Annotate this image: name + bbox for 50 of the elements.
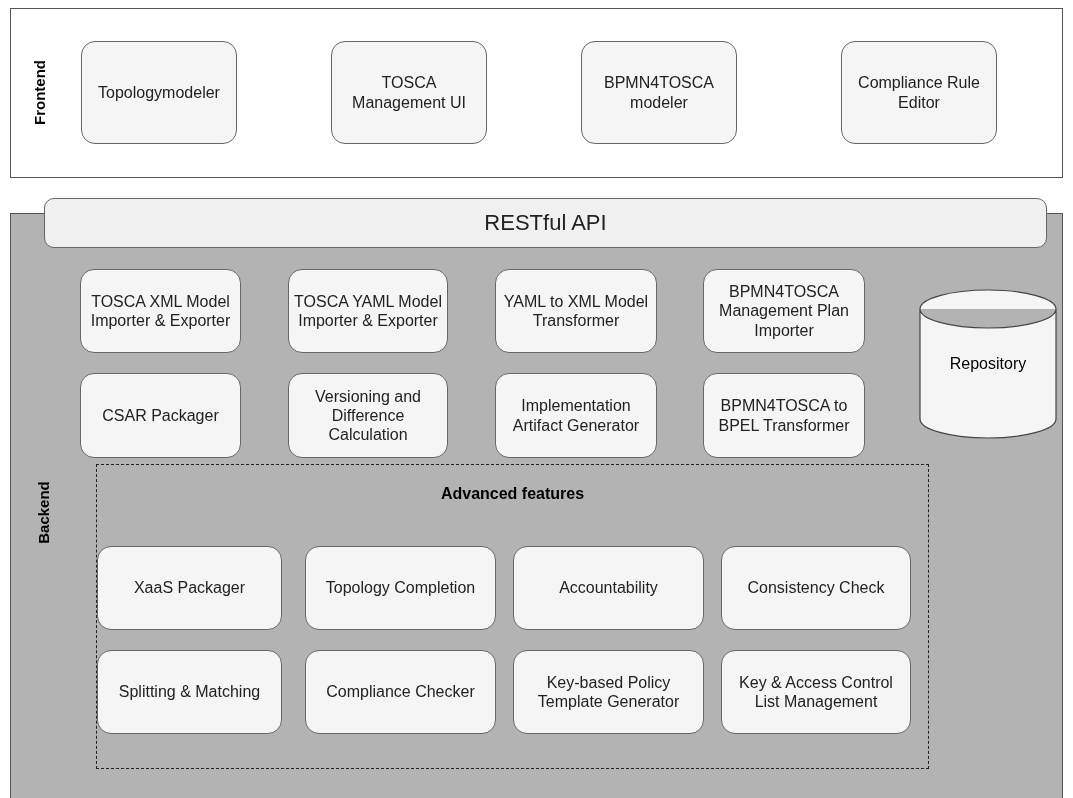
component-box xyxy=(331,41,487,144)
component-box xyxy=(288,269,448,353)
node-label: BPMN4TOSCA modeler xyxy=(603,73,715,112)
node-label: Topologymodeler xyxy=(98,82,220,103)
component-box xyxy=(513,546,704,630)
node-label: YAML to XML Model Transformer xyxy=(502,291,650,331)
node-label: Repository xyxy=(949,355,1027,373)
frontend-panel xyxy=(10,8,1063,178)
component-box xyxy=(80,269,241,353)
section-label: Backend xyxy=(34,481,52,544)
node-label: Versioning and Difference Calculation xyxy=(314,386,422,445)
component-box xyxy=(721,650,911,734)
component-box xyxy=(581,41,737,144)
component-box xyxy=(81,41,237,144)
component-box xyxy=(513,650,704,734)
component-box xyxy=(841,41,997,144)
component-box xyxy=(703,373,865,458)
component-box xyxy=(495,373,657,458)
node-label: BPMN4TOSCA Management Plan Importer xyxy=(718,282,850,340)
node-label: Compliance Checker xyxy=(326,682,475,702)
node-label: CSAR Packager xyxy=(102,405,219,426)
group-title: Advanced features xyxy=(439,485,586,503)
component-box xyxy=(288,373,448,458)
node-label: TOSCA YAML Model Importer & Exporter xyxy=(293,291,443,331)
node-label: Consistency Check xyxy=(747,578,885,598)
node-label: TOSCA XML Model Importer & Exporter xyxy=(89,291,232,331)
node-label: Splitting & Matching xyxy=(118,682,261,702)
component-box xyxy=(97,546,282,630)
component-box xyxy=(80,373,241,458)
component-box xyxy=(703,269,865,353)
component-box xyxy=(305,650,496,734)
api-bar xyxy=(44,198,1047,248)
dashed-group-frame xyxy=(96,464,929,769)
node-label: BPMN4TOSCA to BPEL Transformer xyxy=(717,396,851,435)
node-label: XaaS Packager xyxy=(133,578,246,598)
node-label: RESTful API xyxy=(484,209,607,237)
component-box xyxy=(495,269,657,353)
node-label: TOSCA Management UI xyxy=(351,73,467,112)
node-label: Key-based Policy Template Generator xyxy=(536,672,681,712)
database-cylinder xyxy=(919,289,1057,439)
component-box xyxy=(97,650,282,734)
backend-panel xyxy=(10,213,1063,798)
node-label: Accountability xyxy=(559,578,658,598)
node-label: Key & Access Control List Management xyxy=(738,672,894,712)
node-label: Topology Completion xyxy=(325,578,476,598)
node-label: Implementation Artifact Generator xyxy=(511,396,641,435)
component-box xyxy=(305,546,496,630)
section-label: Frontend xyxy=(31,60,48,125)
node-label: Compliance Rule Editor xyxy=(857,73,981,112)
component-box xyxy=(721,546,911,630)
